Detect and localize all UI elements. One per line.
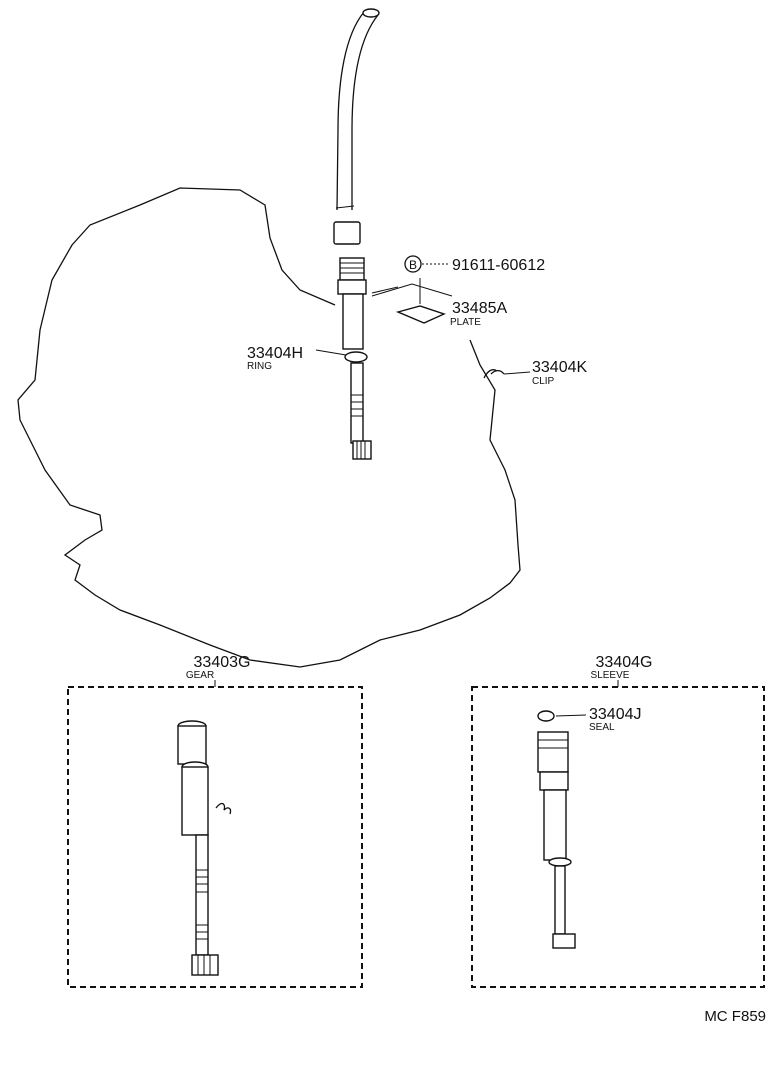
ring-name: RING [247,361,272,372]
seal-part-number: 33404J [589,706,642,723]
clip-leader [503,371,531,375]
gear-part-number: 33403G [194,654,251,671]
plate-callout-leader [371,283,453,297]
gear-assembly-box [67,686,363,988]
gear-assembly-part [177,720,219,976]
installed-ring [344,351,368,363]
plate-part-number: 33485A [452,300,507,317]
bolt-symbol-circle [404,255,422,273]
sleeve-part-number: 33404G [596,654,653,671]
cable-end-fitting [333,221,361,245]
sleeve-name: SLEEVE [591,670,630,681]
cable-inner [351,14,379,210]
figure-code: MC F859 [704,1008,766,1025]
plate-name: PLATE [450,317,481,328]
ring-part-number: 33404H [247,345,303,362]
gear-clip-small [215,802,232,815]
seal-part [537,710,555,722]
bolt-part-number: 91611-60612 [452,257,545,274]
sleeve-assembly-box [471,686,765,988]
cable-outer [336,11,365,211]
sleeve-assembly-part [537,731,576,949]
seal-leader [555,714,587,717]
gear-name: GEAR [186,670,214,681]
transmission-housing-outline [17,187,521,668]
clip-part [483,369,505,379]
cable-collar [335,205,355,209]
clip-name: CLIP [532,376,555,387]
bolt-symbol: B [409,258,417,272]
installed-sleeve [337,257,399,350]
ring-leader [315,349,347,356]
installed-gear [350,362,372,460]
seal-name: SEAL [589,722,615,733]
cable-tip [362,8,380,18]
plate-part [395,305,446,324]
clip-part-number: 33404K [532,359,587,376]
